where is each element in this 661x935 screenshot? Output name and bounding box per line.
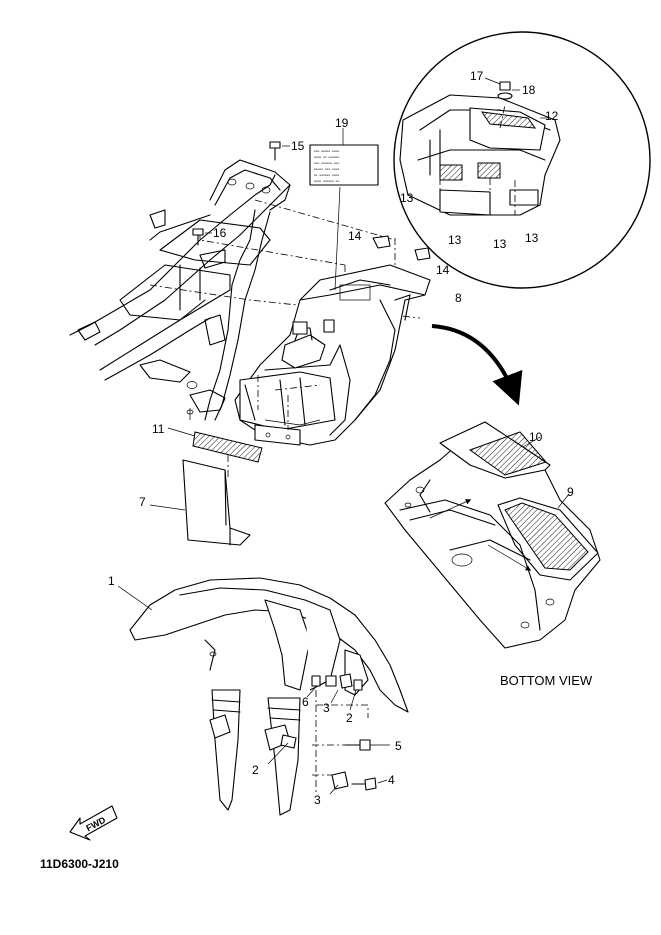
callout-1: 1 <box>108 574 115 588</box>
clip-part-14 <box>372 235 431 261</box>
mud-flap-part-7 <box>149 459 251 546</box>
callout-12: 12 <box>545 109 559 123</box>
bolt-part-15 <box>269 141 290 161</box>
svg-text:≡≡≡ ≡≡≡≡≡ ≡≡≡≡: ≡≡≡ ≡≡≡≡≡ ≡≡≡≡ <box>314 149 339 153</box>
callout-15: 15 <box>291 139 305 153</box>
callout-13b: 13 <box>448 233 462 247</box>
callout-3b: 3 <box>314 793 321 807</box>
svg-text:≡≡≡ ≡≡≡≡≡≡ ≡≡≡: ≡≡≡ ≡≡≡≡≡≡ ≡≡≡ <box>314 161 339 165</box>
svg-text:≡≡ ≡≡≡≡≡≡ ≡≡≡≡: ≡≡ ≡≡≡≡≡≡ ≡≡≡≡ <box>314 173 339 177</box>
bottom-view-fender <box>384 421 601 649</box>
hatched-pad-part-11 <box>167 427 263 480</box>
front-forks <box>209 689 301 816</box>
callout-13d: 13 <box>525 231 539 245</box>
callout-4: 4 <box>388 773 395 787</box>
callout-3a: 3 <box>323 701 330 715</box>
callout-5: 5 <box>395 739 402 753</box>
curved-arrow <box>431 324 523 406</box>
fasteners <box>267 673 390 795</box>
callout-9: 9 <box>567 485 574 499</box>
svg-text:≡≡≡≡≡ ≡≡≡ ≡≡≡≡: ≡≡≡≡≡ ≡≡≡ ≡≡≡≡ <box>314 167 339 171</box>
diagram-code: 11D6300-J210 <box>40 857 119 871</box>
fwd-arrow <box>69 805 118 841</box>
callout-17: 17 <box>470 69 484 83</box>
bolt-part-16 <box>192 228 212 246</box>
callout-7: 7 <box>139 495 146 509</box>
callout-numbers: 1 2 2 3 3 4 5 6 7 8 9 10 11 12 13 13 13 … <box>108 69 574 807</box>
front-fender-part-1 <box>117 577 409 713</box>
callout-13a: 13 <box>400 191 414 205</box>
svg-text:≡≡≡≡ ≡≡≡≡≡≡ ≡≡: ≡≡≡≡ ≡≡≡≡≡≡ ≡≡ <box>314 179 339 183</box>
callout-2b: 2 <box>252 763 259 777</box>
bottom-view-label: BOTTOM VIEW <box>500 673 593 688</box>
callout-8: 8 <box>455 291 462 305</box>
callout-13c: 13 <box>493 237 507 251</box>
svg-text:≡≡≡≡ ≡≡ ≡≡≡≡≡≡: ≡≡≡≡ ≡≡ ≡≡≡≡≡≡ <box>314 155 339 159</box>
callout-14a: 14 <box>348 229 362 243</box>
rear-fender-part-8 <box>234 264 431 446</box>
callout-10: 10 <box>529 430 543 444</box>
callout-19: 19 <box>335 116 349 130</box>
rear-frame <box>69 159 291 421</box>
callout-18: 18 <box>522 83 536 97</box>
callout-16: 16 <box>213 226 227 240</box>
callout-2a: 2 <box>346 711 353 725</box>
detail-inset <box>393 31 651 289</box>
callout-6: 6 <box>302 695 309 709</box>
warning-label-part-19: ≡≡≡ ≡≡≡≡≡ ≡≡≡≡ ≡≡≡≡ ≡≡ ≡≡≡≡≡≡ ≡≡≡ ≡≡≡≡≡≡… <box>309 128 379 291</box>
callout-14b: 14 <box>436 263 450 277</box>
callout-11: 11 <box>152 422 165 436</box>
